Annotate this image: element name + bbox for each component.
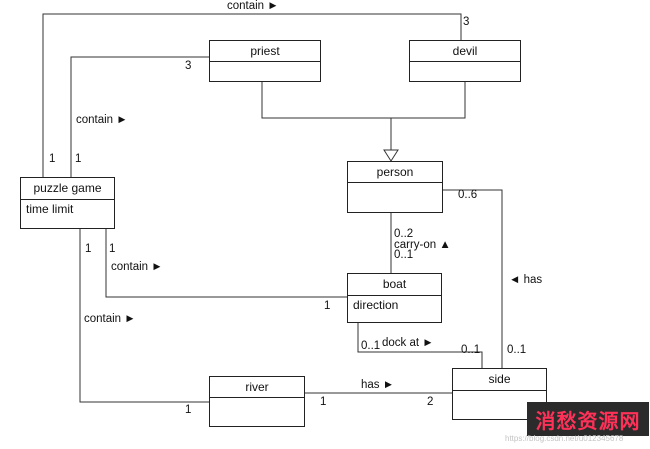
class-priest-name: priest <box>210 41 320 62</box>
mult-side-person-side: 0..1 <box>507 344 527 356</box>
mult-boat-side-boat: 0..1 <box>361 340 381 352</box>
label-boat-side: dock at ► <box>382 337 434 349</box>
edge-game-river <box>79 229 209 403</box>
mult-game-priest-game: 1 <box>75 153 82 165</box>
label-river-side: has ► <box>361 379 395 391</box>
class-puzzle-game[interactable]: puzzle game time limit <box>20 177 115 229</box>
mult-river-side-river: 1 <box>320 396 327 408</box>
class-river[interactable]: river <box>209 376 305 427</box>
class-side-name: side <box>453 369 546 391</box>
mult-game-priest-priest: 3 <box>185 60 192 72</box>
class-boat-attribute: direction <box>353 298 399 312</box>
label-game-river: contain ► <box>84 313 136 325</box>
label-side-person: ◄ has <box>509 274 543 286</box>
class-side[interactable]: side <box>452 368 547 420</box>
mult-boat-side-side: 0..1 <box>461 344 481 356</box>
edge-priest-generalization <box>261 82 391 119</box>
class-person[interactable]: person <box>347 161 443 213</box>
mult-game-devil-devil: 3 <box>463 16 470 28</box>
mult-game-boat-boat: 1 <box>324 300 331 312</box>
mult-person-boat-boat: 0..1 <box>394 249 414 261</box>
mult-game-river-game: 1 <box>85 243 92 255</box>
class-devil-name: devil <box>410 41 520 62</box>
edge-game-boat <box>105 229 348 298</box>
watermark-url: https://blog.csdn.net/u012345678 <box>505 434 624 443</box>
generalization-arrowhead <box>383 149 399 162</box>
edge-devil-generalization <box>391 82 466 119</box>
class-devil[interactable]: devil <box>409 40 521 82</box>
edge-game-devil <box>42 13 462 177</box>
mult-game-river-river: 1 <box>185 404 192 416</box>
class-puzzle-game-name: puzzle game <box>21 178 114 200</box>
mult-person-boat-person: 0..2 <box>394 228 414 240</box>
class-puzzle-game-attribute: time limit <box>26 202 74 216</box>
edge-boat-side <box>357 323 483 368</box>
mult-side-person-person: 0..6 <box>458 189 478 201</box>
class-person-name: person <box>348 162 442 183</box>
label-game-boat: contain ► <box>111 261 163 273</box>
mult-game-boat-game: 1 <box>109 243 116 255</box>
mult-game-devil-game: 1 <box>49 153 56 165</box>
label-game-priest: contain ► <box>76 114 128 126</box>
class-boat[interactable]: boat direction <box>347 273 442 323</box>
label-game-devil: contain ► <box>227 0 279 12</box>
mult-river-side-side: 2 <box>427 396 434 408</box>
edge-person-side <box>441 189 503 368</box>
watermark-text: 消愁资源网 <box>535 408 641 433</box>
label-person-boat: carry-on ▲ <box>394 239 451 251</box>
edge-game-priest <box>70 56 210 177</box>
class-river-name: river <box>210 377 304 398</box>
watermark-logo: 消愁资源网 <box>527 402 649 436</box>
class-priest[interactable]: priest <box>209 40 321 82</box>
class-boat-name: boat <box>348 274 441 296</box>
